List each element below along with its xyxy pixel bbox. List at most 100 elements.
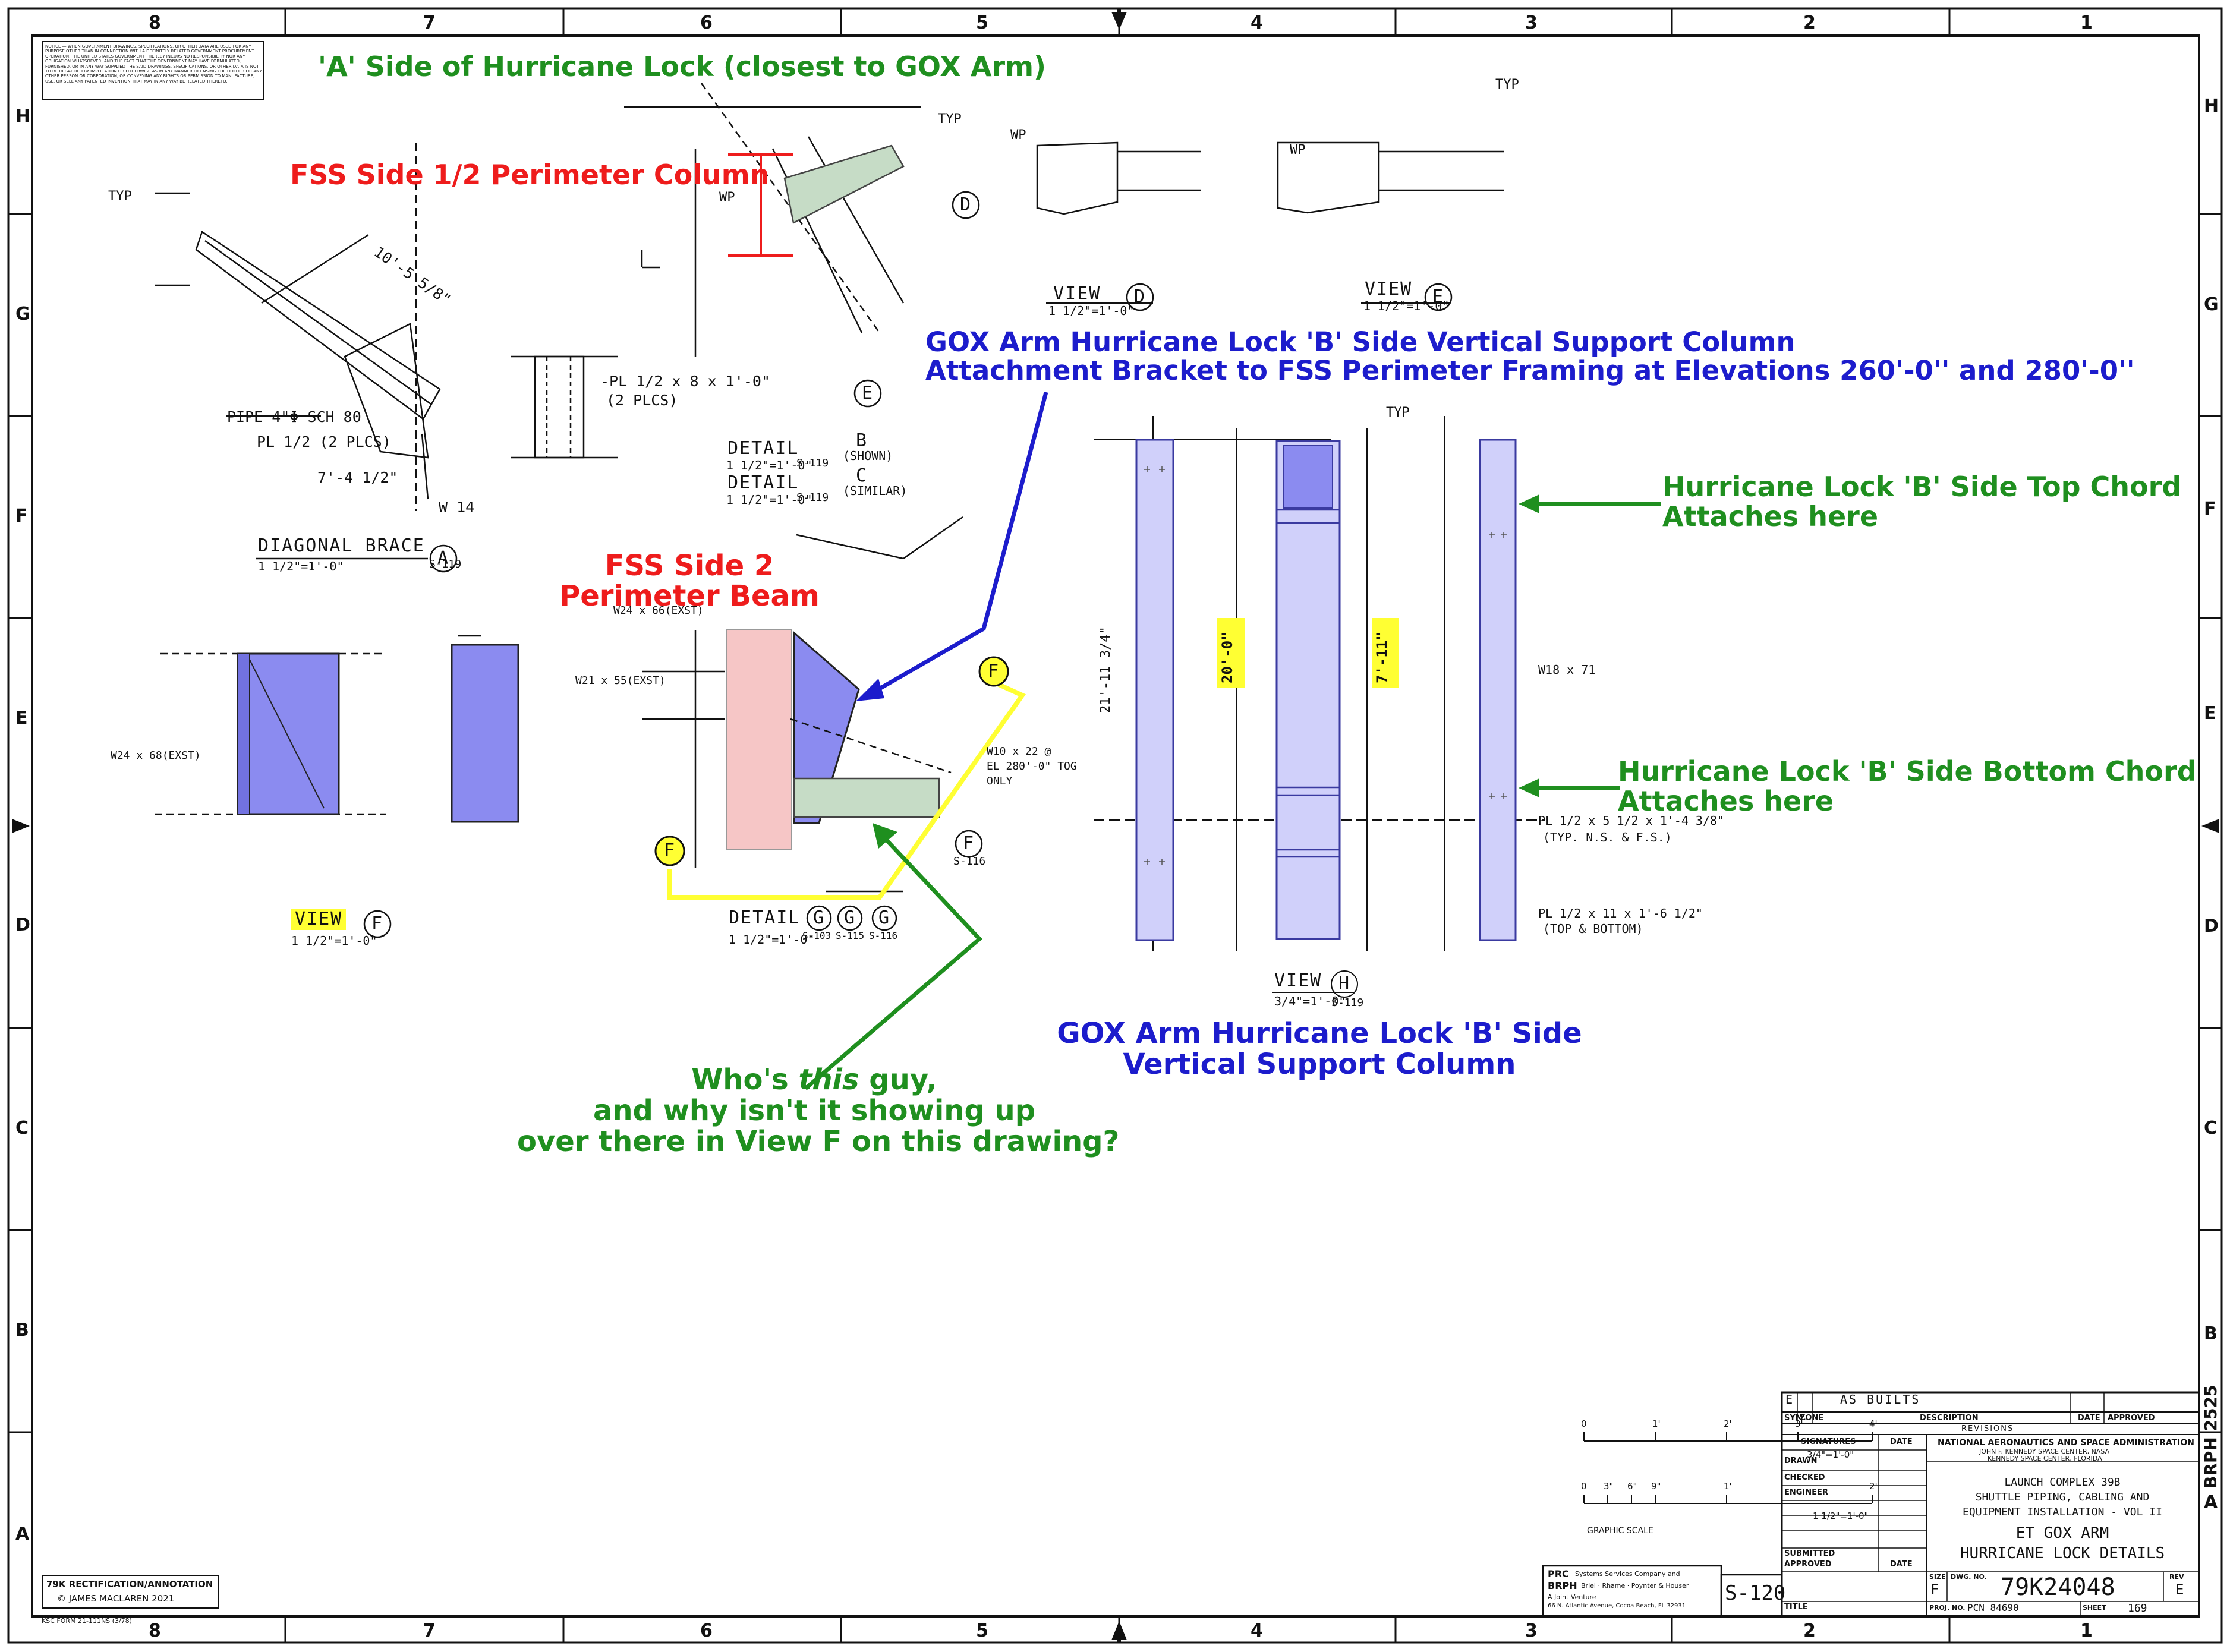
grid-col-label-top-6: 6 (700, 12, 713, 33)
grid-row-label-left-e: E (15, 708, 28, 729)
grid-row-label-right-h: H (2204, 96, 2219, 116)
diagonal-brace-title: DIAGONAL BRACE (258, 535, 425, 556)
ref-bubble-d-view: D (1134, 286, 1147, 307)
ref-bubble-g-1: G (813, 907, 826, 928)
scale-tick-2-5: 2' (1869, 1481, 1878, 1492)
size-value: F (1930, 1581, 1939, 1598)
signatures-heading: SIGNATURES (1801, 1437, 1856, 1446)
signatures-date-heading: DATE (1890, 1437, 1913, 1446)
revisions-heading: REVISIONS (1961, 1424, 2014, 1433)
grid-row-label-right-c: C (2204, 1118, 2218, 1139)
annotation-gox-bracket-line2: Attachment Bracket to FSS Perimeter Fram… (925, 355, 2135, 386)
plate-label: PL 1/2 (2 PLCS) (257, 433, 391, 450)
rev-col-approved: APPROVED (2108, 1414, 2155, 1423)
scale-label-2: 1 1/2"=1'-0" (1813, 1511, 1869, 1521)
ref-bubble-f-view: F (371, 913, 384, 934)
typ-label-view-h: TYP (1386, 405, 1410, 420)
scale-tick-2-4: 1' (1724, 1481, 1732, 1492)
annotation-bottom-chord-line2: Attaches here (1618, 785, 1834, 817)
annotation-question-line2: and why isn't it showing up (593, 1094, 1036, 1127)
view-h-scale: 3/4"=1'-0" (1274, 994, 1346, 1008)
grid-row-label-left-d: D (15, 915, 30, 935)
firm-joint: A Joint Venture (1548, 1593, 1596, 1601)
grid-row-label-left-c: C (15, 1118, 29, 1139)
ref-bubble-d-detail: D (960, 194, 972, 215)
submitted-label: SUBMITTED (1784, 1549, 1835, 1558)
ref-bubble-f-yellow-left: F (664, 840, 676, 861)
grid-row-label-left-g: G (15, 304, 30, 324)
wp-label-view-e: WP (1290, 143, 1306, 157)
grid-row-label-left-f: F (15, 506, 28, 527)
credits-line1: 79K RECTIFICATION/ANNOTATION (46, 1579, 213, 1590)
ref-bubble-g-2: G (844, 907, 856, 928)
w10-label-c: ONLY (987, 775, 1013, 787)
wp-label-view-d: WP (1010, 128, 1026, 143)
view-e-scale: 1 1/2"=1'-0" (1363, 299, 1450, 313)
w18-label: W18 x 71 (1538, 663, 1596, 677)
scale-tick-2-3: 9" (1651, 1481, 1661, 1492)
approved-label: APPROVED (1784, 1560, 1832, 1569)
firm-address: 66 N. Atlantic Avenue, Cocoa Beach, FL 3… (1548, 1603, 1686, 1609)
detail-b-scale: 1 1/2"=1'-0" (726, 458, 812, 472)
dim-21-label: 21'-11 3/4" (1098, 626, 1113, 713)
ref-bubble-e-detail: E (862, 383, 874, 403)
project-line1: LAUNCH COMPLEX 39B (2004, 1476, 2121, 1489)
sheet-ref-s115: S-115 (836, 930, 865, 941)
drawing-title-line1: ET GOX ARM (2015, 1524, 2109, 1542)
size-label: SIZE (1929, 1573, 1946, 1581)
checked-label: CHECKED (1784, 1473, 1825, 1482)
grid-col-label-bottom-5: 5 (976, 1621, 988, 1641)
rev-label: REV (2169, 1573, 2184, 1581)
annotation-column-line2: Vertical Support Column (1123, 1048, 1516, 1081)
sheet-ref-s119-b: S-119 (796, 457, 829, 469)
title-label: TITLE (1784, 1603, 1808, 1612)
view-f-label: VIEW (295, 909, 343, 929)
ref-bubble-h-view: H (1338, 973, 1351, 994)
firm-brph: BRPH (1548, 1580, 1577, 1591)
view-e-title: VIEW (1365, 279, 1413, 299)
annotation-fss-column: FSS Side 1/2 Perimeter Column (290, 159, 770, 191)
detail-g-title: DETAIL (729, 907, 801, 928)
scale-tick-1-2: 2' (1724, 1418, 1732, 1429)
project-line2: SHUTTLE PIPING, CABLING AND (1975, 1491, 2150, 1503)
scale-tick-1-3: 3' (1795, 1418, 1803, 1429)
annotation-top-chord-line1: Hurricane Lock 'B' Side Top Chord (1662, 471, 2182, 503)
proj-no-label: PROJ. NO. (1929, 1604, 1966, 1612)
w10-label: W10 x 22 @ (987, 745, 1051, 758)
ref-bubble-f-yellow-right: F (988, 661, 1000, 682)
drawing-number: 79K24048 (2001, 1574, 2115, 1601)
rev-col-description: DESCRIPTION (1920, 1414, 1979, 1423)
annotation-column-line1: GOX Arm Hurricane Lock 'B' Side (1057, 1017, 1582, 1050)
scale-tick-1-4: 4' (1869, 1418, 1878, 1429)
project-line3: EQUIPMENT INSTALLATION - VOL II (1963, 1506, 2162, 1518)
detail-g-scale: 1 1/2"=1'-0" (729, 932, 815, 947)
grid-col-label-top-1: 1 (2080, 12, 2093, 33)
dim-7-4-label: 7'-4 1/2" (317, 469, 398, 486)
rev-col-date: DATE (2078, 1414, 2100, 1423)
grid-col-label-top-5: 5 (976, 12, 988, 33)
pipe-label: PIPE 4"Φ SCH 80 (227, 408, 361, 425)
question-text-emphasis: this (798, 1063, 859, 1096)
plate-top-label-b: (TOP & BOTTOM) (1543, 922, 1643, 936)
scale-tick-1-1: 1' (1652, 1418, 1661, 1429)
drawing-title-line2: HURRICANE LOCK DETAILS (1960, 1544, 2165, 1562)
detail-c-title: DETAIL (727, 472, 799, 493)
credits-line2: © JAMES MACLAREN 2021 (57, 1593, 175, 1604)
plate-8x1-label: -PL 1/2 x 8 x 1'-0" (600, 373, 770, 390)
annotation-question-line1: Who's this guy, (547, 1063, 1082, 1096)
agency-name: NATIONAL AERONAUTICS AND SPACE ADMINISTR… (1938, 1438, 2195, 1448)
w14-label: W 14 (439, 499, 475, 516)
firm-prc-desc: Systems Services Company and (1575, 1570, 1680, 1578)
grid-col-label-bottom-4: 4 (1251, 1621, 1263, 1641)
plate-top-label: PL 1/2 x 11 x 1'-6 1/2" (1538, 906, 1703, 920)
firm-prc: PRC (1548, 1568, 1569, 1580)
dwg-no-label: DWG. NO. (1951, 1573, 1987, 1581)
view-f-scale: 1 1/2"=1'-0" (291, 934, 377, 948)
form-number: KSC FORM 21-111NS (3/78) (42, 1617, 132, 1625)
pcn-number: PCN 84690 (1967, 1602, 2019, 1613)
grid-row-label-left-b: B (15, 1320, 29, 1341)
sheet-ref-s119-c: S-119 (796, 491, 829, 504)
grid-row-label-right-e: E (2204, 703, 2216, 724)
